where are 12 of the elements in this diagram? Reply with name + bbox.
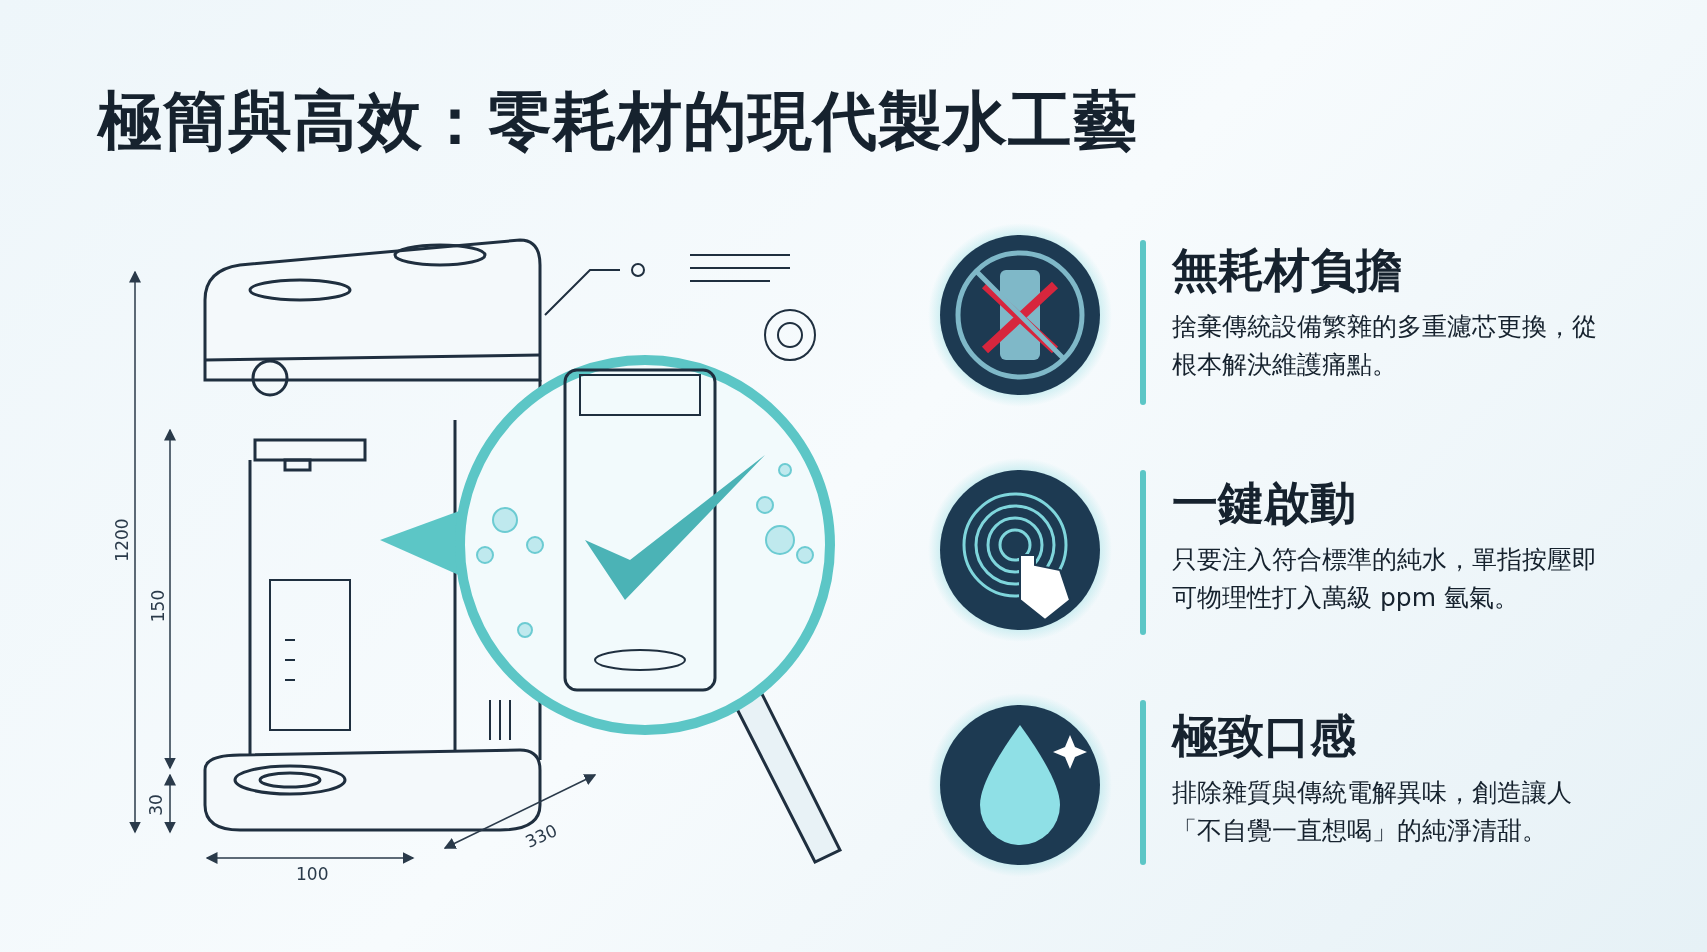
dimension-label: 100 [296,864,329,884]
dimension-label: 330 [522,820,561,852]
dimension-label: 30 [145,794,166,816]
heading: 極致口感 [1172,708,1356,765]
dimension-label: 1200 [111,518,132,562]
title: 極簡與高效：零耗材的現代製水工藝 [98,83,1138,160]
description: 捨棄傳統設備繁雜的多重濾芯更換，從根本解決維護痛點。 [1172,311,1598,381]
description: 排除雜質與傳統電解異味，創造讓人「不自覺一直想喝」的純淨清甜。 [1172,777,1573,847]
description: 只要注入符合標準的純水，單指按壓即可物理性打入萬級 ppm 氫氣。 [1172,544,1598,614]
heading: 無耗材負擔 [1172,242,1402,299]
heading: 一鍵啟動 [1172,475,1356,532]
dimension-label: 150 [148,589,169,623]
